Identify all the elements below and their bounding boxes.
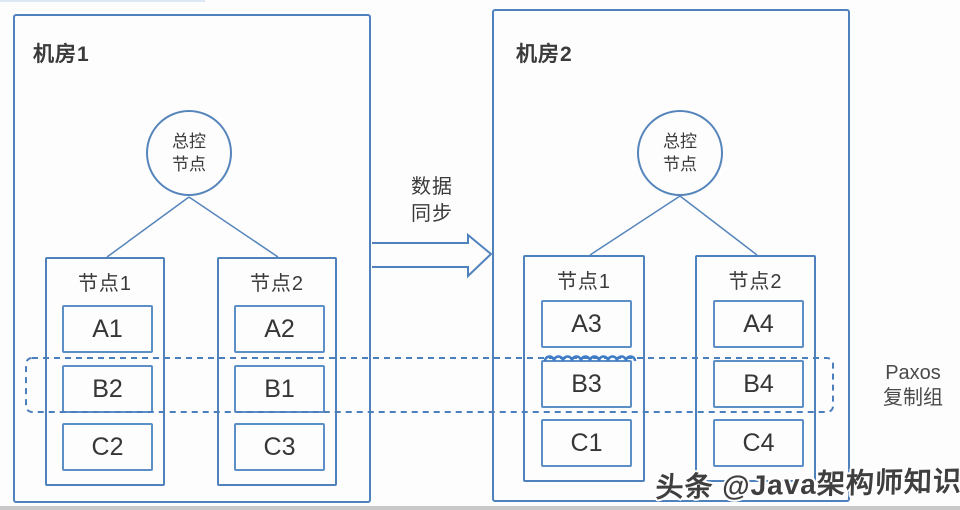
data-block-b4: B4 — [713, 360, 804, 408]
data-block-c1: C1 — [541, 419, 632, 467]
master-node1-circle: 总控 节点 — [146, 110, 232, 196]
dc2-node2-label: 节点2 — [728, 271, 783, 293]
data-block-a2: A2 — [234, 305, 325, 353]
dc2-node2-box: 节点2 A4 B4 C4 — [695, 255, 816, 482]
dc1-node1-box: 节点1 A1 B2 C2 — [45, 257, 165, 486]
sync-arrow-label: 数据 同步 — [411, 176, 453, 225]
data-block-b2: B2 — [62, 365, 153, 413]
data-block-b1: B1 — [234, 365, 325, 413]
datacenter2-label: 机房2 — [516, 43, 573, 66]
datacenter1-label: 机房1 — [33, 43, 90, 66]
data-block-a3: A3 — [541, 300, 632, 348]
dc1-node1-label: 节点1 — [77, 273, 133, 295]
top-edge-strip — [0, 0, 205, 2]
data-block-a4: A4 — [713, 300, 804, 348]
sync-arrow — [372, 232, 493, 279]
dc1-node2-box: 节点2 A2 B1 C3 — [217, 257, 337, 486]
data-block-a1: A1 — [62, 305, 153, 353]
paxos-group-label: Paxos 复制组 — [883, 362, 943, 409]
data-block-c4: C4 — [713, 419, 804, 467]
dc2-node1-box: 节点1 A3 B3 C1 — [523, 255, 645, 482]
master-node2-label: 总控 节点 — [663, 132, 697, 174]
dc2-node1-label: 节点1 — [556, 271, 612, 293]
data-block-b3: B3 — [541, 360, 632, 408]
bottom-edge-strip — [0, 506, 960, 510]
master-node1-label: 总控 节点 — [172, 132, 206, 174]
master-node2-circle: 总控 节点 — [637, 110, 723, 196]
data-block-c3: C3 — [234, 423, 325, 471]
data-block-c2: C2 — [62, 423, 153, 471]
watermark: 头条 @Java架构师知识 — [655, 465, 960, 503]
dc1-node2-label: 节点2 — [249, 273, 305, 295]
